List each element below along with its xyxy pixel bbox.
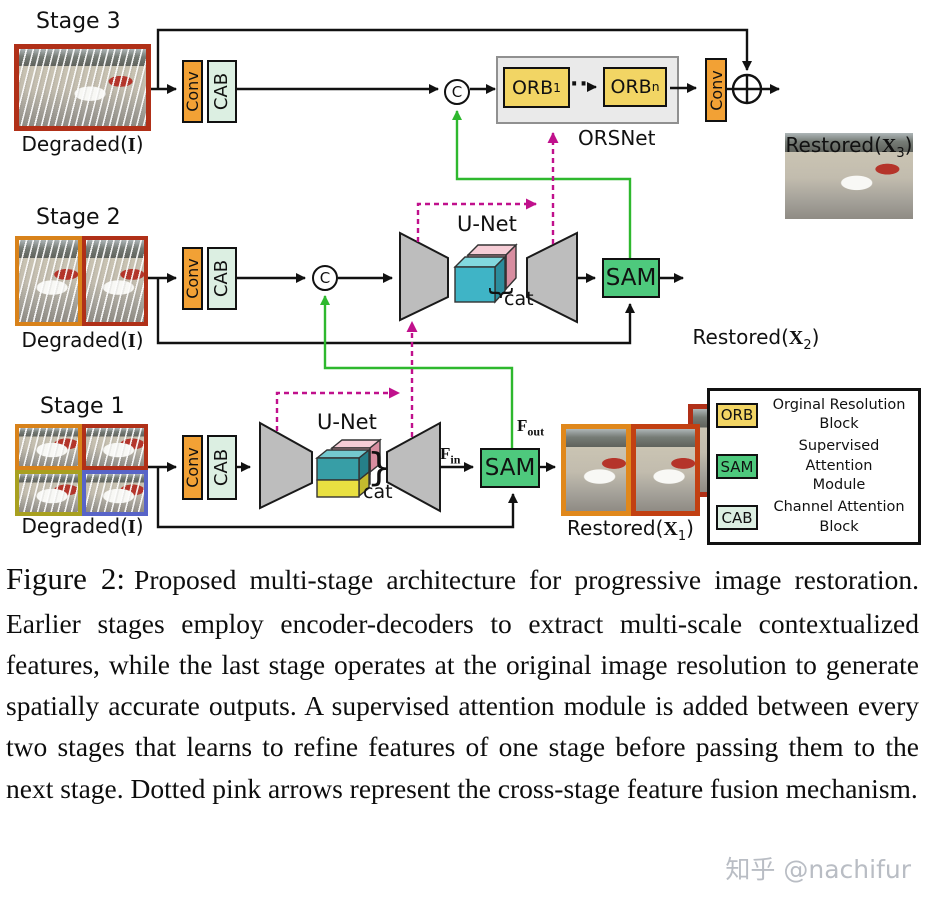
stage2-conv-block: Conv [182,247,203,310]
stage2-cat-label: cat [504,288,534,310]
unet2-decoder [526,231,578,324]
stage1-cab-block: CAB [207,435,237,500]
stage1-title: Stage 1 [40,394,125,419]
stage2-concat-node: C [312,265,338,291]
unet-stage1 [259,421,441,513]
stage3-restored-image [785,133,913,219]
stage3-wires [150,28,780,94]
stage1-wires [148,462,556,529]
stage2-degraded-right [81,236,148,326]
sam-chip: SAM [716,454,758,479]
unet1-decoder [386,421,441,513]
feature-cubes-stage1 [315,438,382,498]
stage1-degraded-label: Degraded(I) [21,514,144,538]
stage1-degraded-bl [15,470,82,516]
unet1-encoder [259,421,313,510]
stage1-cat-label: cat [363,481,393,503]
cab-chip: CAB [716,505,758,531]
stage2-degraded-image [15,236,148,326]
stage1-sam-block: SAM [480,448,540,488]
caption-body: Proposed multi-stage architecture for pr… [6,564,919,804]
stage2-degraded-left [15,236,82,326]
stage2-cab-block: CAB [207,247,237,310]
stage3-restored-label: Restored(X3) [785,133,913,161]
wires-layer [148,28,780,529]
stage3-tail-conv-block: Conv [705,58,727,122]
stage1-restored-label: Restored(X1) [567,516,694,544]
stage1-restored-image [561,424,700,516]
stage2-wires [148,273,684,345]
orb-dots: ·· [570,72,589,97]
stage1-conv-block: Conv [182,435,203,500]
orb-chip: ORB [716,402,758,428]
f-out-label: Fout [517,416,545,439]
stage1-unet-label: U-Net [317,410,377,434]
feature-cubes-stage2 [453,243,518,304]
stage3-title: Stage 3 [36,9,121,34]
watermark: 知乎 @nachifur [725,855,911,884]
caption-label: Figure 2: [6,561,126,596]
stage1-cat-brace: } [367,445,392,489]
sum-node [731,73,763,105]
unet-stage2 [399,231,578,324]
stage2-restored-label: Restored(X2) [692,325,820,353]
stage3-degraded-label: Degraded(I) [21,132,144,156]
stage3-degraded-image [14,44,151,131]
stage1-restored-right [630,424,700,516]
stage1-restored-left [561,424,631,516]
pink-csff-links [275,132,559,437]
stage1-degraded-tr [81,424,148,470]
green-sam-links [320,110,632,449]
stage1-degraded-image [15,424,148,516]
stage2-title: Stage 2 [36,205,121,230]
stage1-degraded-br [81,470,148,516]
f-in-label: Fin [440,444,461,467]
unet2-encoder [399,231,449,322]
stage1-degraded-tl [15,424,82,470]
stage3-cab-block: CAB [207,60,237,123]
stage2-sam-block: SAM [602,258,660,298]
figure-caption: Figure 2:Proposed multi-stage architectu… [6,556,919,809]
stage3-conv-block: Conv [182,60,203,123]
stage2-degraded-label: Degraded(I) [21,328,144,352]
stage2-unet-label: U-Net [457,212,517,236]
orsnet-label: ORSNet [578,126,656,150]
stage3-concat-node: C [444,79,470,105]
